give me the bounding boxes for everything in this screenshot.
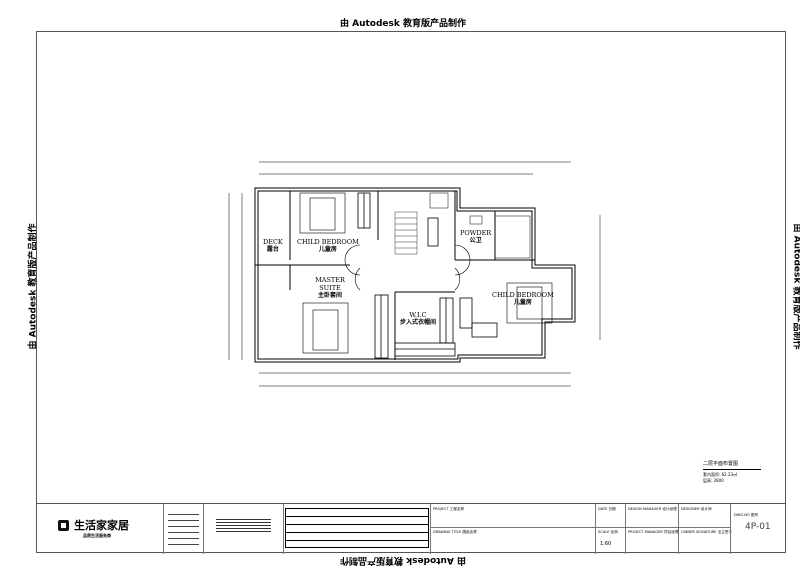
beds	[299, 192, 553, 354]
notes-cell	[203, 504, 283, 554]
logo-icon	[58, 520, 69, 531]
staircase	[394, 211, 418, 255]
scale-value: 1:60	[600, 541, 612, 547]
revision-table	[283, 504, 430, 554]
logo-cell: 生活家家居 品质生活服务商	[36, 504, 163, 554]
walls	[254, 187, 576, 363]
dwg-no-label: DWG.NO 图号	[734, 513, 759, 517]
date-scale-cell: DATE 日期 SCALE 比例 1:60	[595, 504, 625, 554]
dwg-no-cell: DWG.NO 图号 4P-01	[730, 504, 786, 554]
project-cell: PROJECT 工程名称 DRAWING TITLE 图纸名称	[430, 504, 595, 554]
designer-cell: DESIGNER 设计师 OWNER SIGNATURE 业主签字	[678, 504, 733, 554]
bathroom-fixtures	[429, 192, 531, 259]
door-swings	[344, 244, 471, 291]
manager-cell: DESIGN MANAGER 设计经理 PROJECT MANAGER 项目经理	[625, 504, 678, 554]
logo-slogan: 品质生活服务商	[83, 533, 111, 538]
drawing-caption-title: 二层平面布置图	[703, 460, 761, 470]
designer-label: DESIGNER 设计师	[681, 507, 712, 511]
drawing-frame	[36, 31, 786, 553]
stamp-cell	[163, 504, 203, 554]
dwg-no-value: 4P-01	[745, 522, 771, 532]
drawing-caption-area: 套内面积: 62.23㎡	[703, 472, 738, 477]
project-label: PROJECT 工程名称	[433, 507, 465, 511]
date-label: DATE 日期	[598, 507, 616, 511]
title-block: 生活家家居 品质生活服务商 PROJECT 工程名称 DRAWING TITLE…	[36, 503, 786, 554]
drawing-caption-height: 层高: 2800	[703, 478, 724, 483]
logo-name: 生活家家居	[74, 519, 129, 532]
dimension-lines	[228, 161, 601, 387]
design-manager-label: DESIGN MANAGER 设计经理	[628, 507, 677, 511]
wardrobes	[357, 192, 498, 359]
watermark-top: 由 Autodesk 教育版产品制作	[340, 19, 467, 29]
drawing-title-label: DRAWING TITLE 图纸名称	[433, 530, 477, 534]
project-manager-label: PROJECT MANAGER 项目经理	[628, 530, 679, 534]
scale-label: SCALE 比例	[598, 530, 618, 534]
owner-signature-label: OWNER SIGNATURE 业主签字	[681, 530, 733, 534]
